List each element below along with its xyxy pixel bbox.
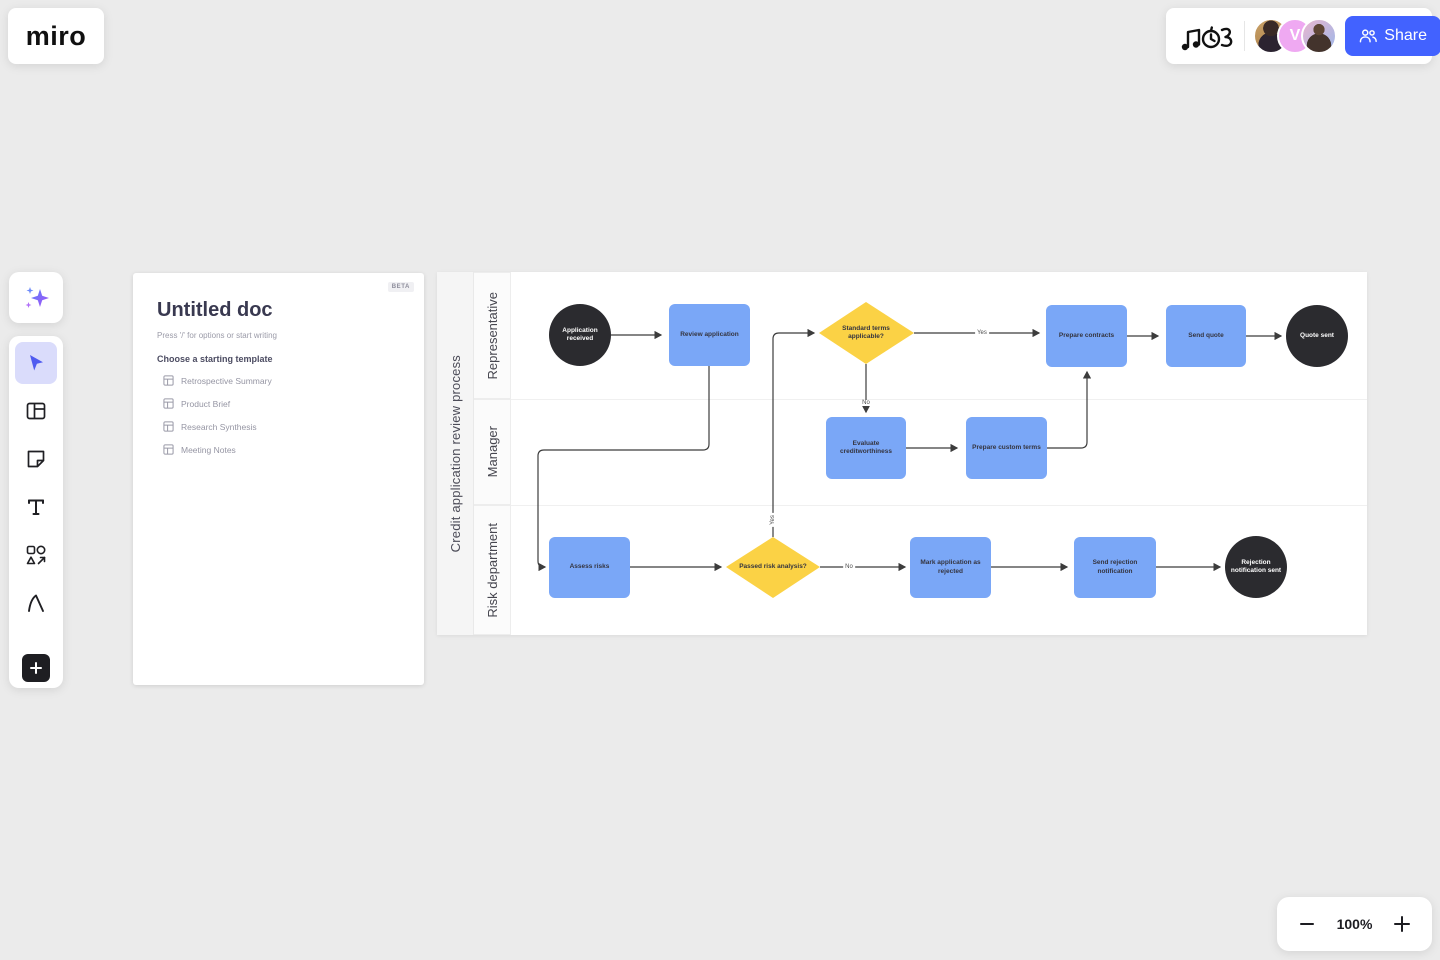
template-label: Research Synthesis <box>181 421 257 432</box>
node-passed-risk-analysis[interactable]: Passed risk analysis? <box>739 562 807 570</box>
zoom-level[interactable]: 100% <box>1336 916 1373 932</box>
lane-risk-department[interactable]: Risk department <box>474 505 511 635</box>
lane-label: Representative <box>484 291 500 380</box>
template-item-research-synthesis[interactable]: Research Synthesis <box>163 421 400 432</box>
lane-label: Manager <box>484 426 500 478</box>
template-icon <box>163 444 174 455</box>
lane-label: Risk department <box>484 522 500 618</box>
template-icon <box>163 398 174 409</box>
node-send-quote[interactable]: Send quote <box>1166 305 1246 367</box>
lane-representative[interactable]: Representative <box>474 272 511 399</box>
share-button[interactable]: Share <box>1345 16 1440 56</box>
zoom-in-button[interactable] <box>1386 908 1418 940</box>
doc-title[interactable]: Untitled doc <box>157 299 273 321</box>
node-application-received[interactable]: Application received <box>549 304 611 366</box>
swimlane-frame[interactable]: Credit application review process Repres… <box>437 272 1367 635</box>
edge-label-no: No <box>843 564 855 570</box>
frame-title[interactable]: Credit application review process <box>447 354 463 553</box>
tool-text[interactable] <box>15 486 57 528</box>
node-mark-application-rejected[interactable]: Mark application as rejected <box>910 537 991 598</box>
layout-icon <box>26 402 46 420</box>
shapes-icon <box>26 545 46 565</box>
people-icon <box>1359 29 1377 43</box>
tool-shapes[interactable] <box>15 534 57 576</box>
edge-label-yes: Yes <box>975 330 989 336</box>
beta-badge: BETA <box>387 282 414 292</box>
divider <box>1244 21 1245 51</box>
sticky-note-icon <box>27 450 45 468</box>
ai-assistant-button[interactable] <box>9 272 63 323</box>
node-send-rejection-notification[interactable]: Send rejection notification <box>1074 537 1156 598</box>
zoom-out-button[interactable] <box>1291 908 1323 940</box>
templates-heading: Choose a starting template <box>157 354 273 364</box>
tool-select[interactable] <box>15 342 57 384</box>
node-standard-terms-applicable[interactable]: Standard terms applicable? <box>842 324 890 340</box>
tool-palette <box>9 336 63 688</box>
template-label: Meeting Notes <box>181 444 236 455</box>
edge-label-yes: Yes <box>770 513 776 527</box>
plus-icon <box>30 662 42 674</box>
pen-icon <box>28 594 44 612</box>
top-right-bar: V Share <box>1166 8 1440 64</box>
node-prepare-custom-terms[interactable]: Prepare custom terms <box>966 417 1047 479</box>
node-rejection-notification-sent[interactable]: Rejection notification sent <box>1225 536 1287 598</box>
lane-manager[interactable]: Manager <box>474 399 511 505</box>
share-button-label: Share <box>1384 27 1427 44</box>
lane-divider <box>511 399 1367 400</box>
miro-logo[interactable]: miro <box>8 8 104 64</box>
template-item-meeting-notes[interactable]: Meeting Notes <box>163 444 400 455</box>
node-assess-risks[interactable]: Assess risks <box>549 537 630 598</box>
doc-placeholder-hint: Press '/' for options or start writing <box>157 331 277 340</box>
edge-label-no: No <box>860 400 872 406</box>
lane-divider <box>511 505 1367 506</box>
template-icon <box>163 375 174 386</box>
frame-title-column: Credit application review process <box>437 272 474 635</box>
tool-sticky-note[interactable] <box>15 438 57 480</box>
plus-icon <box>1394 916 1410 932</box>
template-item-retrospective-summary[interactable]: Retrospective Summary <box>163 375 400 386</box>
tool-templates[interactable] <box>15 390 57 432</box>
lane-label-column: Representative Manager Risk department <box>474 272 511 635</box>
cursor-icon <box>30 355 43 371</box>
miro-logo-text: miro <box>25 20 87 51</box>
template-label: Product Brief <box>181 398 231 409</box>
add-tools-button[interactable] <box>22 654 50 682</box>
node-quote-sent[interactable]: Quote sent <box>1286 305 1348 367</box>
minus-icon <box>1300 923 1314 925</box>
zoom-controls: 100% <box>1277 897 1432 951</box>
template-item-product-brief[interactable]: Product Brief <box>163 398 400 409</box>
template-icon <box>163 421 174 432</box>
text-icon <box>28 499 44 515</box>
node-prepare-contracts[interactable]: Prepare contracts <box>1046 305 1127 367</box>
node-evaluate-creditworthiness[interactable]: Evaluate creditworthiness <box>826 417 906 479</box>
template-label: Retrospective Summary <box>181 375 272 386</box>
avatar[interactable] <box>1301 18 1337 54</box>
collaborator-avatars: V <box>1253 18 1337 54</box>
node-review-application[interactable]: Review application <box>669 304 750 366</box>
doodle-icon <box>1181 26 1233 51</box>
tool-pen[interactable] <box>15 582 57 624</box>
sparkles-icon <box>25 286 49 308</box>
untitled-doc-panel[interactable]: BETA Untitled doc Press '/' for options … <box>133 273 424 685</box>
